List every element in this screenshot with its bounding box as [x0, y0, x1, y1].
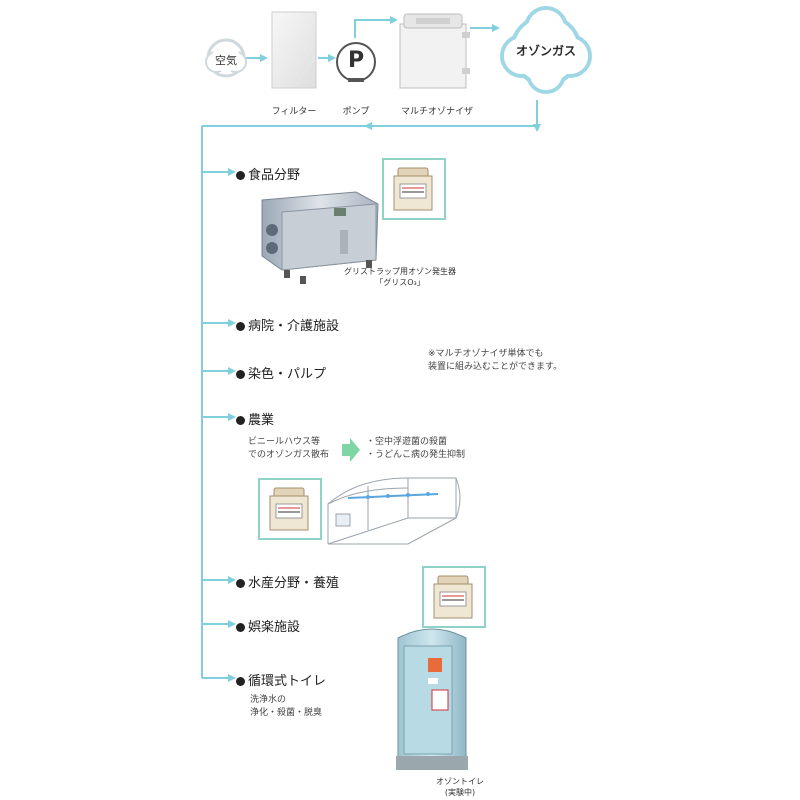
bullet-icon	[236, 416, 245, 425]
bullet-icon	[236, 171, 245, 180]
filter-label: フィルター	[271, 107, 317, 117]
category-amusement: 娯楽施設	[236, 616, 300, 635]
bullet-icon	[236, 370, 245, 379]
bullet-icon	[236, 623, 245, 632]
ozonizer-label: マルチオゾナイザ	[400, 107, 473, 117]
filter-image	[270, 10, 318, 90]
ozonizer-inset-agriculture	[258, 478, 322, 540]
ozone-toilet-image	[392, 618, 472, 772]
toilet-caption: オゾントイレ (実験中)	[436, 777, 484, 797]
ozone-gas-cloud: オゾンガス	[498, 4, 594, 96]
toilet-description: 洗浄水の 浄化・殺菌・脱臭	[250, 695, 323, 718]
bullet-icon	[236, 579, 245, 588]
pump-symbol: P	[347, 48, 365, 73]
category-hospital: 病院・介護施設	[236, 315, 339, 334]
ozonizer-inset-food	[382, 158, 446, 220]
category-dyeing: 染色・パルプ	[236, 363, 326, 382]
ozonizer-inset-toilet	[422, 566, 486, 628]
bullet-icon	[236, 677, 245, 686]
greenhouse-image	[318, 474, 466, 552]
air-cloud: 空気	[204, 36, 248, 80]
category-toilet: 循環式トイレ	[236, 670, 326, 689]
food-caption: グリストラップ用オゾン発生器 「グリスO₃」	[344, 267, 456, 287]
grease-trap-machine-image	[258, 190, 380, 290]
category-fishery: 水産分野・養殖	[236, 572, 339, 591]
bullet-icon	[236, 322, 245, 331]
pump-icon: P	[334, 40, 378, 84]
air-label: 空気	[215, 54, 237, 67]
category-food: 食品分野	[236, 164, 300, 183]
ozonizer-image	[396, 8, 472, 92]
category-agriculture: 農業	[236, 409, 274, 428]
note-text: ※マルチオゾナイザ単体でも 装置に組み込むことができます。	[428, 349, 563, 372]
agriculture-right-text: ・空中浮遊菌の殺菌 ・うどんこ病の発生抑制	[366, 437, 466, 460]
ozone-gas-label: オゾンガス	[515, 44, 576, 58]
pump-label: ポンプ	[342, 107, 370, 117]
cloud-icon	[500, 6, 592, 94]
cloud-icon	[205, 38, 247, 78]
agriculture-left-text: ビニールハウス等 でのオゾンガス散布	[248, 437, 330, 460]
